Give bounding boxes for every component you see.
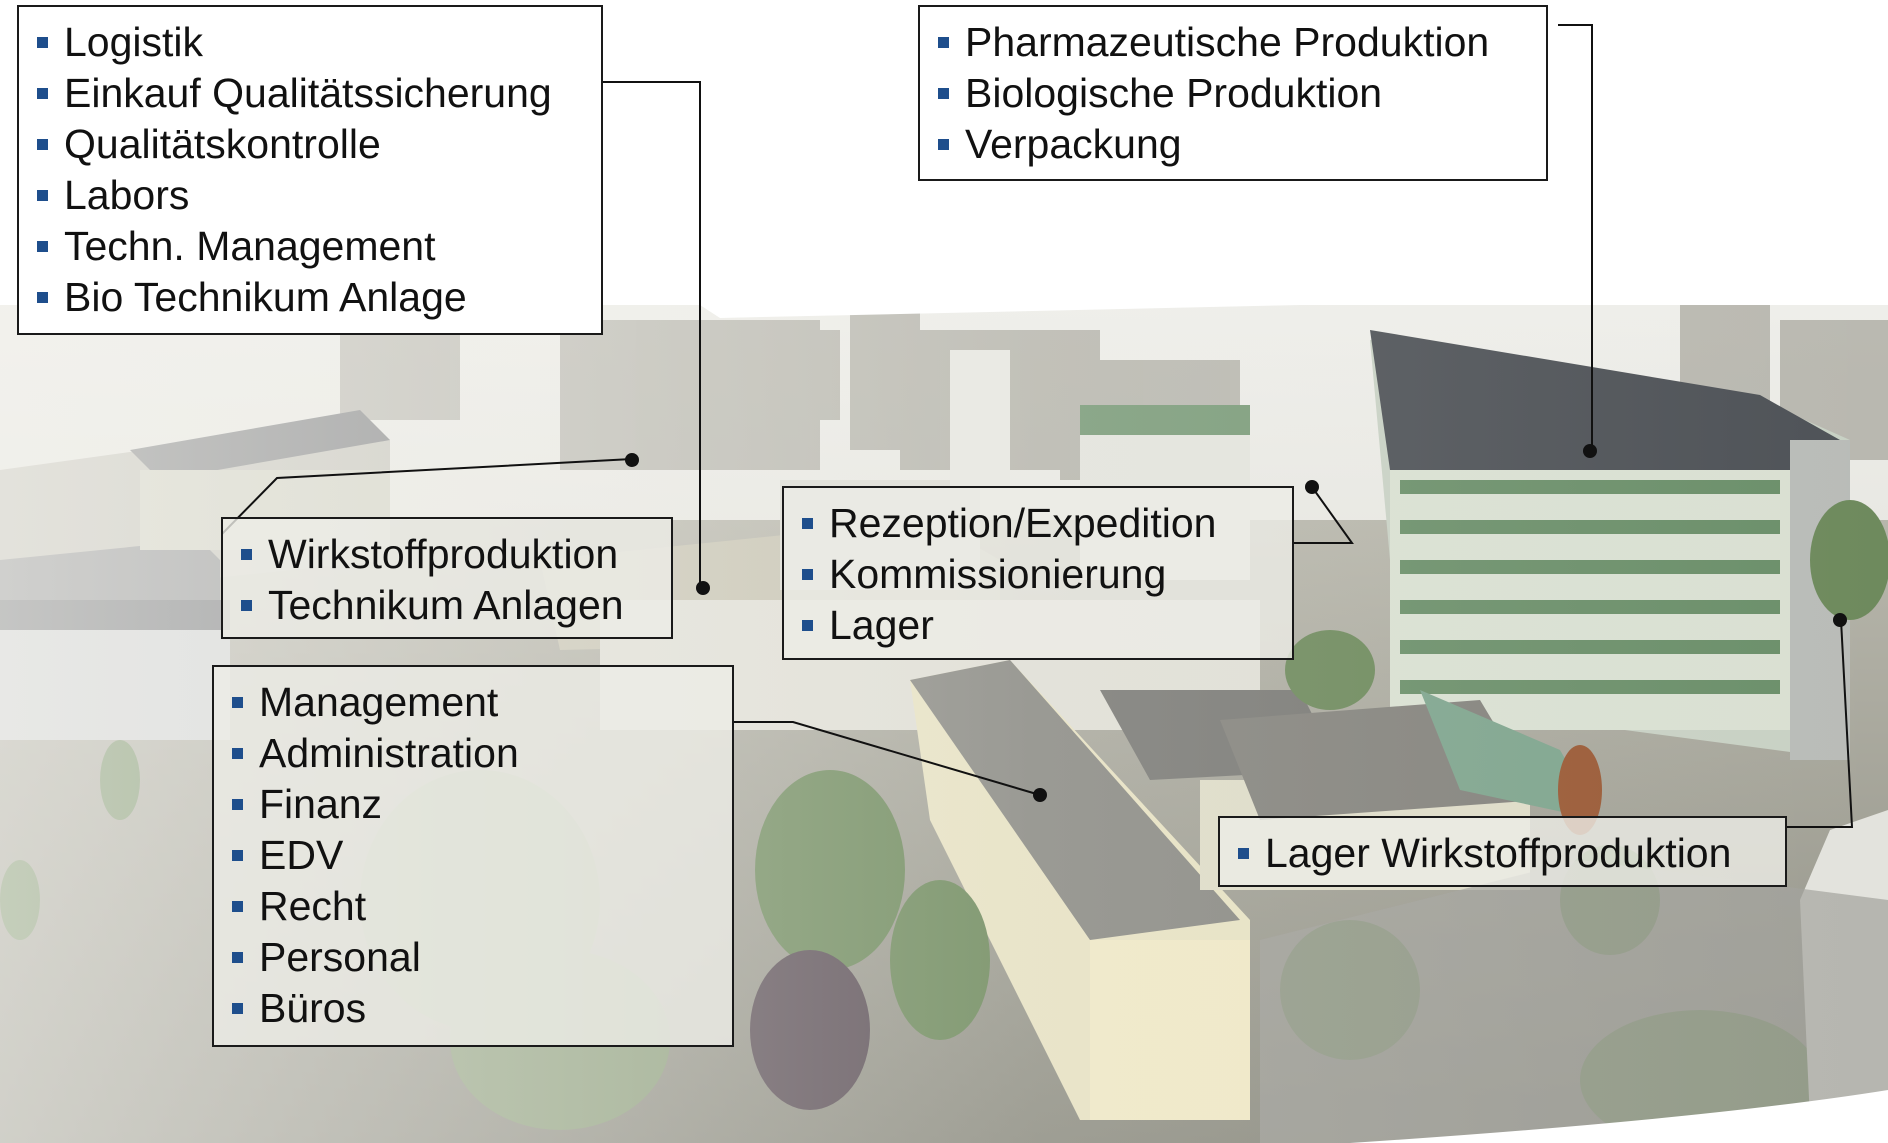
list-item: Labors — [37, 170, 583, 221]
list-item-label: Biologische Produktion — [965, 70, 1383, 116]
square-bullet-icon — [37, 190, 48, 201]
dot-wirkstoff — [625, 453, 639, 467]
list-item: Techn. Management — [37, 221, 583, 272]
list-item: Biologische Produktion — [938, 68, 1528, 119]
list-item-label: Bio Technikum Anlage — [64, 274, 467, 320]
square-bullet-icon — [1238, 848, 1249, 859]
square-bullet-icon — [241, 600, 252, 611]
square-bullet-icon — [802, 569, 813, 580]
list-item-label: Pharmazeutische Produktion — [965, 19, 1490, 65]
connector-management — [734, 721, 1041, 796]
square-bullet-icon — [802, 620, 813, 631]
list-item-label: Personal — [259, 934, 421, 980]
list-item-label: Techn. Management — [64, 223, 436, 269]
square-bullet-icon — [938, 88, 949, 99]
photo-bottom-curve — [1350, 1090, 1888, 1143]
list-item-label: Finanz — [259, 781, 383, 827]
list-item-label: Kommissionierung — [829, 551, 1167, 597]
square-bullet-icon — [37, 37, 48, 48]
list-item: Recht — [232, 881, 714, 932]
label-box-lager-wirkstoff: Lager Wirkstoffproduktion — [1218, 816, 1787, 887]
list-item: Management — [232, 677, 714, 728]
list-item: Technikum Anlagen — [241, 580, 653, 631]
list-item: Qualitätskontrolle — [37, 119, 583, 170]
list-item-label: Wirkstoffproduktion — [268, 531, 619, 577]
connector-lager-wirkstoff — [1787, 619, 1854, 828]
list-item-label: Einkauf Qualitätssicherung — [64, 70, 552, 116]
list-item-label: Technikum Anlagen — [268, 582, 624, 628]
list-item-label: Logistik — [64, 19, 204, 65]
list-item: Lager Wirkstoffproduktion — [1238, 828, 1767, 879]
list-item: Personal — [232, 932, 714, 983]
list-item-label: Management — [259, 679, 499, 725]
list-item-label: Lager — [829, 602, 934, 648]
list-item-label: Verpackung — [965, 121, 1182, 167]
connector-top-left — [602, 81, 701, 588]
square-bullet-icon — [37, 292, 48, 303]
square-bullet-icon — [232, 850, 243, 861]
square-bullet-icon — [938, 139, 949, 150]
square-bullet-icon — [232, 901, 243, 912]
list-item: Finanz — [232, 779, 714, 830]
list-item-label: Labors — [64, 172, 190, 218]
list-item: Kommissionierung — [802, 549, 1274, 600]
dot-management — [1033, 788, 1047, 802]
dot-top-left — [696, 581, 710, 595]
dot-lager-wirkstoff — [1833, 613, 1847, 627]
list-item: Büros — [232, 983, 714, 1034]
connector-rezeption — [1294, 486, 1354, 544]
square-bullet-icon — [938, 37, 949, 48]
list-item: Verpackung — [938, 119, 1528, 170]
list-item: Administration — [232, 728, 714, 779]
connector-wirkstoff — [221, 458, 633, 535]
square-bullet-icon — [232, 748, 243, 759]
square-bullet-icon — [37, 241, 48, 252]
list-item-label: Büros — [259, 985, 367, 1031]
connector-dots — [625, 444, 1847, 802]
list-item: Lager — [802, 600, 1274, 651]
square-bullet-icon — [37, 88, 48, 99]
square-bullet-icon — [241, 549, 252, 560]
square-bullet-icon — [232, 952, 243, 963]
list-item-label: Recht — [259, 883, 367, 929]
list-item: Einkauf Qualitätssicherung — [37, 68, 583, 119]
list-item-label: Qualitätskontrolle — [64, 121, 381, 167]
connector-lines — [221, 24, 1854, 828]
square-bullet-icon — [37, 139, 48, 150]
square-bullet-icon — [802, 518, 813, 529]
list-item-label: EDV — [259, 832, 344, 878]
dot-rezeption — [1305, 480, 1319, 494]
list-item: EDV — [232, 830, 714, 881]
list-item-label: Administration — [259, 730, 519, 776]
list-item-label: Rezeption/Expedition — [829, 500, 1217, 546]
dot-top-right — [1583, 444, 1597, 458]
list-item: Pharmazeutische Produktion — [938, 17, 1528, 68]
square-bullet-icon — [232, 697, 243, 708]
list-item: Wirkstoffproduktion — [241, 529, 653, 580]
square-bullet-icon — [232, 799, 243, 810]
list-item-label: Lager Wirkstoffproduktion — [1265, 830, 1732, 876]
square-bullet-icon — [232, 1003, 243, 1014]
list-item: Rezeption/Expedition — [802, 498, 1274, 549]
connector-top-right — [1558, 24, 1593, 451]
list-item: Bio Technikum Anlage — [37, 272, 583, 323]
list-item: Logistik — [37, 17, 583, 68]
